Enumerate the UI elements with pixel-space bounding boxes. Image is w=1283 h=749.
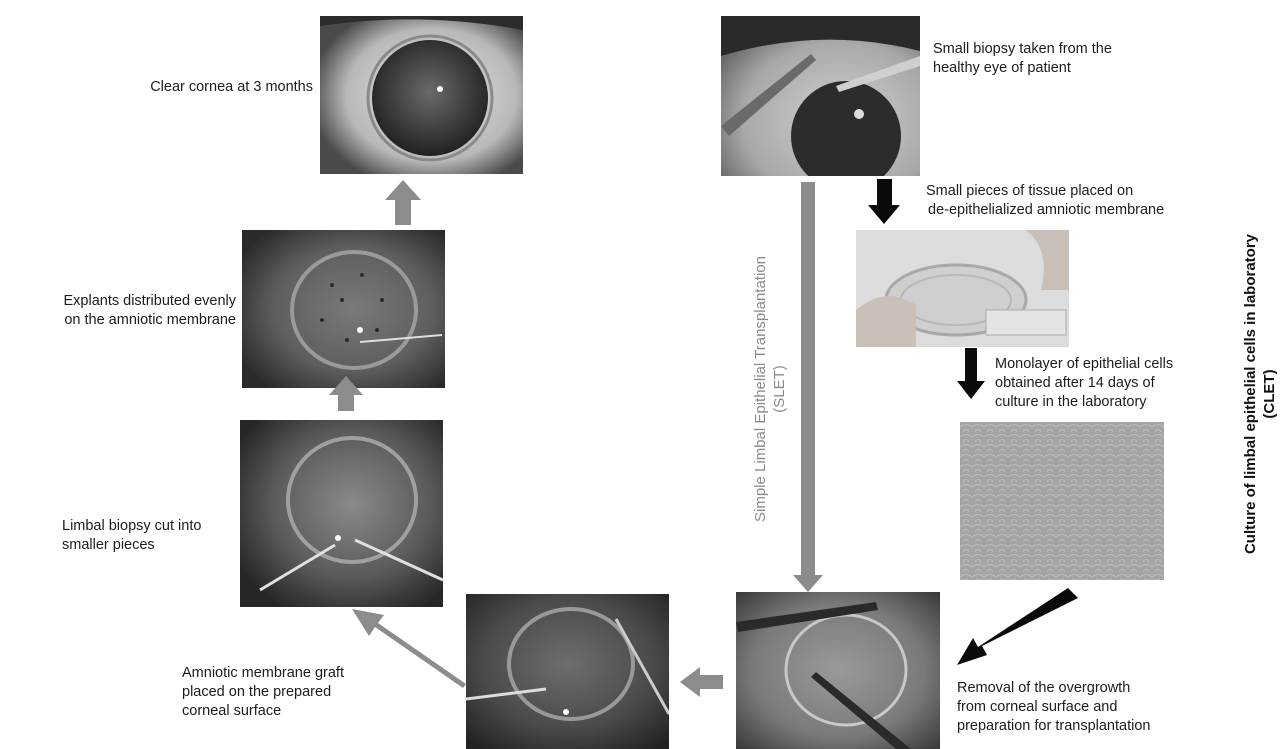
label-line: (SLET)	[770, 190, 789, 588]
label-line: de-epithelialized amniotic membrane	[924, 201, 1244, 220]
label-line: corneal surface	[182, 702, 422, 721]
label-line: Culture of limbal epithelial cells in la…	[1241, 194, 1260, 594]
label-line: Explants distributed evenly	[2, 292, 236, 311]
label-monolayer: Monolayer of epithelial cells obtained a…	[995, 355, 1215, 412]
arrow-up-to-clear-cornea	[385, 180, 421, 225]
label-line: on the amniotic membrane	[2, 311, 236, 330]
label-line: smaller pieces	[62, 536, 242, 555]
arrow-up-to-explants	[329, 376, 363, 411]
label-line: Small biopsy taken from the	[933, 40, 1213, 59]
label-line: Amniotic membrane graft	[182, 664, 422, 683]
label-line: from corneal surface and	[957, 698, 1247, 717]
label-line: Small pieces of tissue placed on	[924, 182, 1244, 201]
arrow-down-to-monolayer	[957, 348, 985, 399]
label-clet: Culture of limbal epithelial cells in la…	[1241, 194, 1279, 594]
label-line: Clear cornea at 3 months	[60, 78, 313, 97]
label-line: Removal of the overgrowth	[957, 679, 1247, 698]
label-line: Limbal biopsy cut into	[62, 517, 242, 536]
label-small-biopsy: Small biopsy taken from the healthy eye …	[933, 40, 1213, 78]
arrow-down-to-tissue	[868, 179, 900, 224]
label-removal: Removal of the overgrowth from corneal s…	[957, 679, 1247, 736]
label-line: preparation for transplantation	[957, 717, 1247, 736]
label-line: healthy eye of patient	[933, 59, 1213, 78]
label-line: Simple Limbal Epithelial Transplantation	[751, 190, 770, 588]
arrow-diag-to-removal	[957, 588, 1078, 665]
label-line: obtained after 14 days of	[995, 374, 1215, 393]
arrow-left-to-graft	[680, 667, 723, 697]
label-slet: Simple Limbal Epithelial Transplantation…	[751, 190, 789, 588]
label-clear-cornea: Clear cornea at 3 months	[60, 78, 313, 97]
label-line: placed on the prepared	[182, 683, 422, 702]
label-explants: Explants distributed evenly on the amnio…	[2, 292, 236, 330]
label-limbal-cut: Limbal biopsy cut into smaller pieces	[62, 517, 242, 555]
arrow-slet-down	[793, 182, 823, 592]
label-amniotic-graft: Amniotic membrane graft placed on the pr…	[182, 664, 422, 721]
label-line: (CLET)	[1260, 194, 1279, 594]
label-small-pieces: Small pieces of tissue placed on de-epit…	[924, 182, 1244, 220]
label-line: culture in the laboratory	[995, 393, 1215, 412]
label-line: Monolayer of epithelial cells	[995, 355, 1215, 374]
